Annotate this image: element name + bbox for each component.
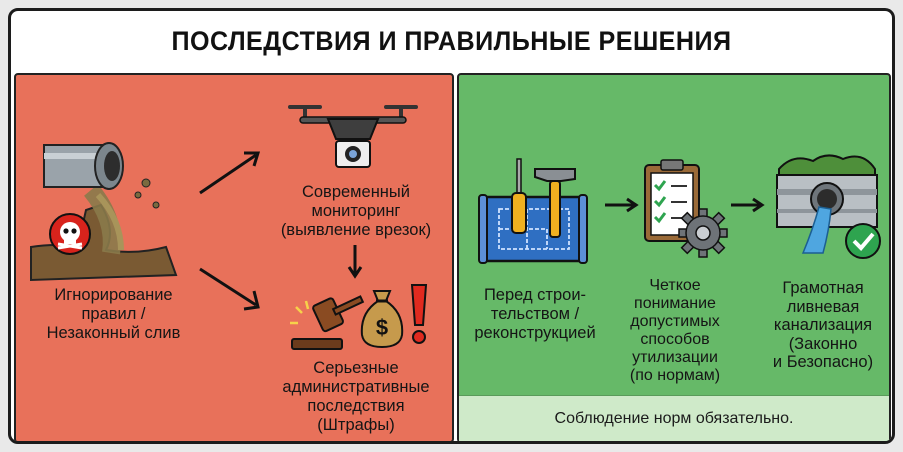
hammer-icon	[534, 168, 576, 238]
infographic-frame: ПОСЛЕДСТВИЯ И ПРАВИЛЬНЫЕ РЕШЕНИЯ Игнорир…	[8, 8, 895, 444]
arrow-icon	[199, 267, 260, 311]
monitoring-label: Современный мониторинг (выявление врезок…	[280, 183, 432, 239]
drain-pipe-icon	[776, 154, 878, 254]
gear-icon	[678, 208, 728, 258]
screwdriver-icon	[511, 158, 527, 234]
page-title: ПОСЛЕДСТВИЯ И ПРАВИЛЬНЫЕ РЕШЕНИЯ	[171, 25, 732, 56]
skull-warning-icon	[49, 213, 91, 255]
consequences-panel: Игнорирование правил / Незаконный слив	[14, 73, 454, 441]
arrow-icon	[731, 197, 765, 213]
checkmark-icon	[845, 223, 881, 259]
gavel-icon	[290, 295, 365, 350]
penalties-label: Серьезные административные последствия (…	[282, 359, 430, 434]
exclamation-icon	[410, 284, 428, 344]
arrow-icon	[605, 197, 639, 213]
money-bag-icon: $	[360, 290, 404, 349]
drone-icon	[288, 105, 418, 168]
compliance-footer: Соблюдение норм обязательно.	[459, 395, 889, 441]
before-construction-label: Перед строи- тельством / реконструкцией	[474, 286, 596, 342]
arrow-icon	[347, 245, 363, 279]
ignoring-rules-label: Игнорирование правил / Незаконный слив	[46, 286, 181, 342]
drainage-label: Грамотная ливневая канализация (Законно …	[772, 279, 874, 371]
understanding-label: Четкое понимание допустимых способов ути…	[629, 277, 721, 384]
solutions-panel: Перед строи- тельством / реконструкцией	[457, 73, 891, 441]
pipe-icon	[30, 142, 178, 282]
arrow-icon	[199, 151, 261, 195]
svg-text:$: $	[376, 315, 388, 340]
